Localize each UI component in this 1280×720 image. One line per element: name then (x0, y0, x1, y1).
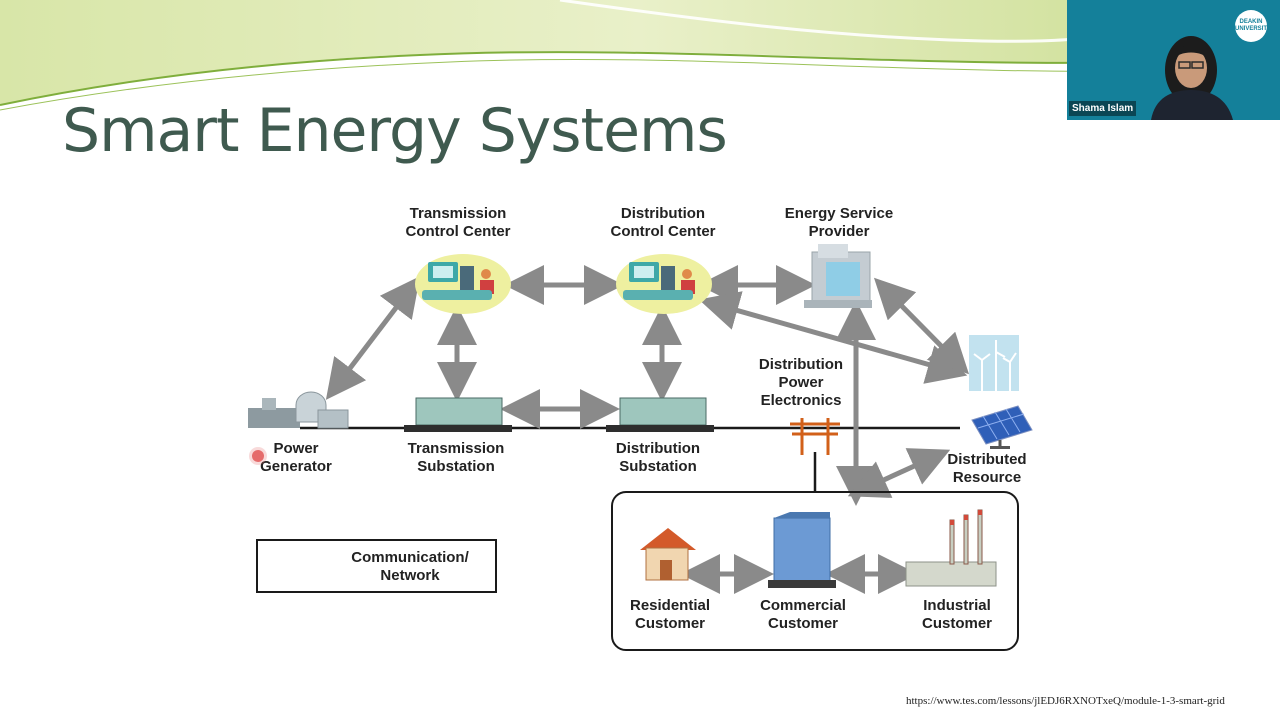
presenter-video-tile[interactable]: DEAKIN UNIVERSITY Shama Islam (1067, 0, 1280, 120)
label-distributed-resource: Distributed Resource (947, 451, 1027, 486)
communication-arrows (256, 265, 970, 594)
legend-box (256, 539, 497, 593)
commercial-building-icon (768, 512, 836, 588)
label-commercial-customer: Commercial Customer (760, 597, 846, 632)
label-energy-service-provider: Energy Service Provider (784, 205, 894, 240)
label-residential-customer: Residential Customer (629, 597, 711, 632)
laser-pointer (252, 450, 264, 462)
power-generator-icon (248, 391, 349, 429)
slide-title: Smart Energy Systems (62, 96, 728, 166)
label-transmission-substation: Transmission Substation (407, 440, 505, 475)
deakin-logo: DEAKIN UNIVERSITY (1235, 10, 1271, 42)
solar-panel-icon (971, 405, 1033, 449)
label-industrial-customer: Industrial Customer (921, 597, 992, 632)
distribution-control-center-icon (616, 254, 712, 314)
energy-service-provider-icon (804, 244, 872, 308)
residential-house-icon (640, 528, 696, 581)
industrial-plant-icon (905, 509, 997, 587)
transmission-control-center-icon (415, 254, 511, 314)
legend-label: Communication/ Network (351, 549, 469, 584)
presenter-avatar (1151, 36, 1233, 120)
distribution-substation-icon (606, 397, 714, 432)
presenter-name: Shama Islam (1069, 101, 1137, 116)
distribution-power-electronics-icon (790, 418, 840, 455)
label-power-generator: Power Generator (260, 440, 332, 475)
transmission-substation-icon (404, 397, 512, 432)
label-distribution-substation: Distribution Substation (615, 440, 701, 475)
customer-group-box (611, 491, 1019, 651)
label-transmission-control-center: Transmission Control Center (405, 205, 511, 240)
label-distribution-control-center: Distribution Control Center (610, 205, 716, 240)
wind-turbine-icon (969, 335, 1019, 391)
label-distribution-power-electronics: Distribution Power Electronics (758, 356, 844, 409)
source-url[interactable]: https://www.tes.com/lessons/jlEDJ6RXNOTx… (906, 695, 1225, 707)
